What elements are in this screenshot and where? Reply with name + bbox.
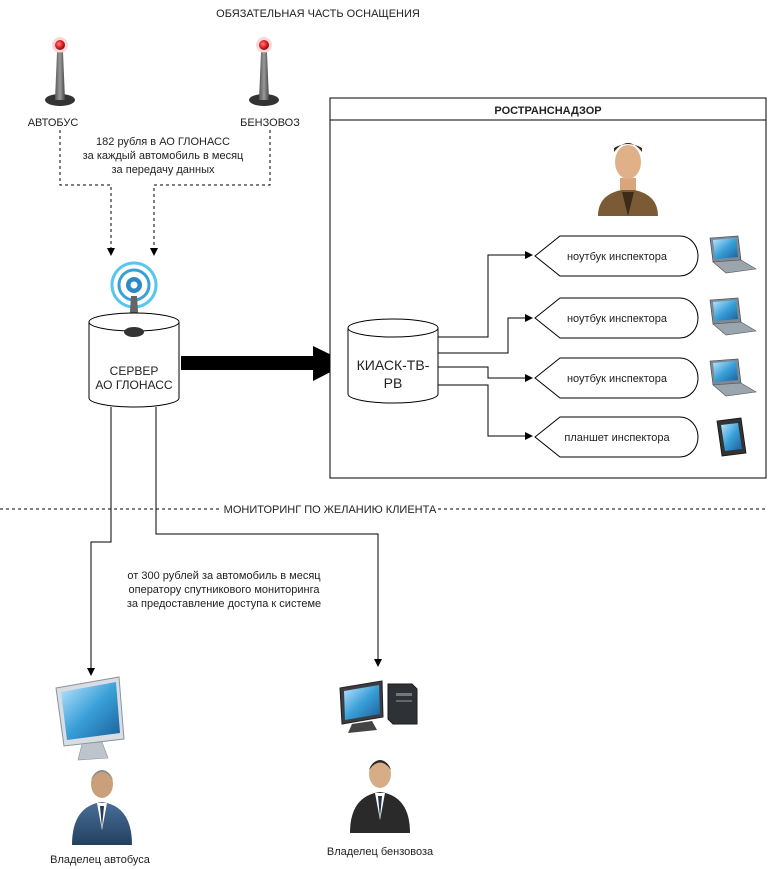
svg-text:за передачу данных: за передачу данных	[112, 164, 215, 176]
device-connector	[438, 314, 533, 354]
device-display: планшет инспектора	[534, 416, 699, 458]
mandatory-part-label: ОБЯЗАТЕЛЬНАЯ ЧАСТЬ ОСНАЩЕНИЯ	[216, 8, 420, 20]
device-label: планшет инспектора	[564, 432, 670, 444]
laptop-icon	[709, 358, 757, 397]
desktop-computer-icon	[339, 680, 418, 733]
data-flow-arrow	[181, 346, 348, 381]
device-display: ноутбук инспектора	[534, 235, 699, 277]
owner-label: Владелец бензовоза	[327, 846, 434, 858]
database-label: КИАСК-ТВ-	[357, 357, 430, 373]
laptop-icon	[709, 297, 757, 336]
laptop-icon	[709, 235, 757, 274]
glonass-server: СЕРВЕР АО ГЛОНАСС	[88, 312, 180, 408]
person-icon	[72, 770, 132, 845]
device-connector	[438, 251, 533, 338]
server-label: АО ГЛОНАСС	[95, 378, 173, 392]
tanker-owner-connector	[155, 407, 382, 667]
monitor-icon	[55, 676, 125, 761]
inspector-icon	[598, 143, 658, 216]
antenna-icon	[249, 37, 279, 106]
svg-text:за предоставление доступа к си: за предоставление доступа к системе	[127, 598, 321, 610]
tablet-icon	[716, 417, 747, 457]
person-icon	[350, 760, 410, 833]
antenna-icon	[45, 37, 75, 106]
glonass-fee-text: 182 рубля в АО ГЛОНАСС за каждый автомоб…	[83, 136, 244, 176]
agency-title: РОСТРАНСНАДЗОР	[494, 105, 601, 117]
kiask-database: КИАСК-ТВ- РВ	[347, 318, 439, 404]
bus-owner-connector	[87, 407, 112, 676]
device-display: ноутбук инспектора	[534, 297, 699, 339]
monitoring-fee-text: от 300 рублей за автомобиль в месяц опер…	[127, 570, 321, 610]
device-label: ноутбук инспектора	[567, 373, 668, 385]
device-connector	[438, 366, 533, 382]
monitoring-label: МОНИТОРИНГ ПО ЖЕЛАНИЮ КЛИЕНТА	[224, 504, 437, 516]
device-label: ноутбук инспектора	[567, 313, 668, 325]
bus-label: АВТОБУС	[28, 117, 79, 129]
svg-text:за каждый автомобиль в месяц: за каждый автомобиль в месяц	[83, 150, 244, 162]
device-display: ноутбук инспектора	[534, 357, 699, 399]
database-label: РВ	[384, 375, 403, 391]
owner-label: Владелец автобуса	[50, 854, 151, 866]
bus-data-connector	[59, 130, 115, 256]
server-label: СЕРВЕР	[110, 364, 159, 378]
rostransnadzor-box: РОСТРАНСНАДЗОР	[329, 97, 767, 479]
device-label: ноутбук инспектора	[567, 251, 668, 263]
tanker-data-connector	[150, 130, 271, 256]
svg-text:182 рубля в АО ГЛОНАСС: 182 рубля в АО ГЛОНАСС	[96, 136, 230, 148]
svg-text:от 300 рублей за автомобиль в: от 300 рублей за автомобиль в месяц	[127, 570, 321, 582]
svg-text:оператору спутникового монитор: оператору спутникового мониторинга	[129, 584, 321, 596]
tanker-label: БЕНЗОВОЗ	[240, 117, 300, 129]
device-connector	[438, 384, 533, 440]
